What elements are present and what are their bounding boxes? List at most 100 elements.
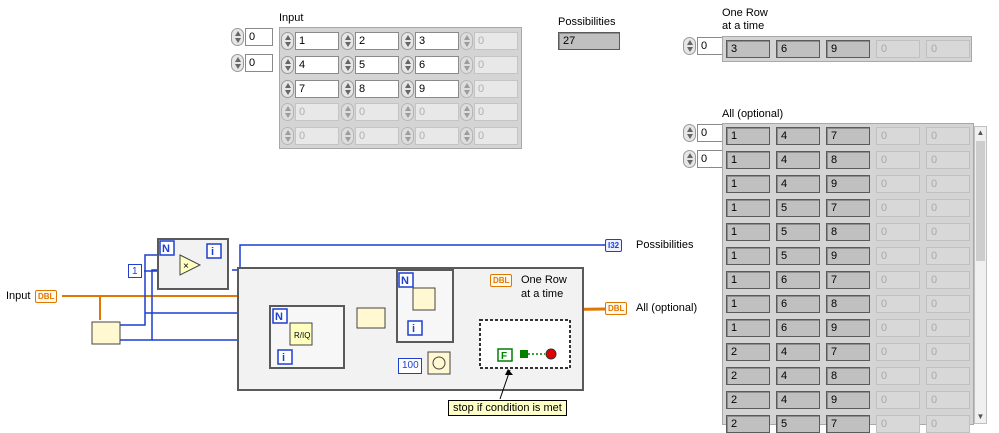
all-array-cell: 0 xyxy=(876,415,920,433)
svg-text:N: N xyxy=(401,275,409,287)
input-cell[interactable]: 0 xyxy=(474,80,518,98)
one-row-label-line1: One Row xyxy=(722,7,768,19)
input-cell[interactable]: 0 xyxy=(415,103,459,121)
all-array-cell: 0 xyxy=(876,295,920,313)
diagram-input-label: Input xyxy=(6,290,31,302)
input-cell-spinner xyxy=(460,80,473,98)
all-array-cell: 8 xyxy=(826,223,870,241)
all-array-cell: 0 xyxy=(926,391,970,409)
diagram-all-label: All (optional) xyxy=(636,302,698,314)
all-array-cell: 1 xyxy=(726,127,770,145)
input-cell[interactable]: 3 xyxy=(415,32,459,50)
input-cell[interactable]: 0 xyxy=(474,103,518,121)
input-cell[interactable]: 9 xyxy=(415,80,459,98)
constant-100[interactable]: 100 xyxy=(398,358,422,374)
input-cell-spinner[interactable] xyxy=(281,80,294,98)
all-row-index[interactable]: 0 xyxy=(697,124,725,142)
all-row-index-spinner[interactable] xyxy=(683,124,696,142)
all-array-cell: 0 xyxy=(876,199,920,217)
input-cell[interactable]: 0 xyxy=(355,103,399,121)
input-cell[interactable]: 8 xyxy=(355,80,399,98)
all-array-cell: 4 xyxy=(776,151,820,169)
svg-text:R/IQ: R/IQ xyxy=(294,331,310,340)
input-cell[interactable]: 0 xyxy=(415,127,459,145)
input-cell[interactable]: 0 xyxy=(474,127,518,145)
input-cell[interactable]: 2 xyxy=(355,32,399,50)
all-array-cell: 0 xyxy=(876,127,920,145)
multiply-node xyxy=(179,254,202,276)
input-col-index[interactable]: 0 xyxy=(245,54,273,72)
all-array-cell: 5 xyxy=(776,415,820,433)
input-cell[interactable]: 1 xyxy=(295,32,339,50)
all-array-cell: 1 xyxy=(726,199,770,217)
input-cell-spinner[interactable] xyxy=(281,32,294,50)
possibilities-terminal[interactable]: I32 xyxy=(605,239,623,252)
all-array-cell: 6 xyxy=(776,271,820,289)
all-array-cell: 0 xyxy=(926,415,970,433)
input-cell-spinner[interactable] xyxy=(401,56,414,74)
all-array-cell: 2 xyxy=(726,367,770,385)
input-cell-spinner xyxy=(460,127,473,145)
all-array-cell: 0 xyxy=(926,295,970,313)
scroll-up-arrow-icon[interactable]: ▲ xyxy=(976,128,985,137)
input-row-index[interactable]: 0 xyxy=(245,28,273,46)
diagram-possibilities-label: Possibilities xyxy=(636,239,694,251)
all-array-cell: 0 xyxy=(926,271,970,289)
input-cell[interactable]: 0 xyxy=(295,103,339,121)
one-row-index[interactable]: 0 xyxy=(697,37,725,55)
possibilities-wire xyxy=(232,244,605,271)
scroll-down-arrow-icon[interactable]: ▼ xyxy=(976,412,985,421)
input-cell[interactable]: 5 xyxy=(355,56,399,74)
input-cell-spinner[interactable] xyxy=(401,80,414,98)
one-row-cell: 0 xyxy=(876,40,920,58)
input-cell-spinner[interactable] xyxy=(281,56,294,74)
one-row-cell: 6 xyxy=(776,40,820,58)
all-terminal[interactable]: DBL xyxy=(605,302,628,315)
input-cell[interactable]: 0 xyxy=(474,32,518,50)
all-array-cell: 7 xyxy=(826,199,870,217)
all-array-cell: 1 xyxy=(726,151,770,169)
input-cell-spinner[interactable] xyxy=(341,32,354,50)
input-cell-spinner xyxy=(401,103,414,121)
constant-one[interactable]: 1 xyxy=(128,264,142,278)
all-array-cell: 6 xyxy=(776,295,820,313)
input-cell-spinner[interactable] xyxy=(401,32,414,50)
svg-text:×: × xyxy=(183,261,189,272)
all-array-cell: 0 xyxy=(876,367,920,385)
all-array-cell: 0 xyxy=(926,223,970,241)
all-array-cell: 2 xyxy=(726,415,770,433)
all-array-cell: 9 xyxy=(826,391,870,409)
input-cell[interactable]: 0 xyxy=(295,127,339,145)
size-wire-2 xyxy=(120,269,160,341)
all-col-index[interactable]: 0 xyxy=(697,150,725,168)
input-col-index-spinner[interactable] xyxy=(231,54,244,72)
all-array-cell: 1 xyxy=(726,295,770,313)
input-cell[interactable]: 4 xyxy=(295,56,339,74)
input-row-index-spinner[interactable] xyxy=(231,28,244,46)
input-cell[interactable]: 7 xyxy=(295,80,339,98)
all-array-scrollbar[interactable]: ▲ ▼ xyxy=(974,126,987,424)
input-cell[interactable]: 0 xyxy=(355,127,399,145)
all-array-cell: 9 xyxy=(826,247,870,265)
input-cell-spinner[interactable] xyxy=(341,80,354,98)
one-row-cell: 9 xyxy=(826,40,870,58)
input-cell-spinner[interactable] xyxy=(341,56,354,74)
all-col-index-spinner[interactable] xyxy=(683,150,696,168)
input-cell[interactable]: 0 xyxy=(474,56,518,74)
all-array-cell: 0 xyxy=(876,175,920,193)
input-cell[interactable]: 6 xyxy=(415,56,459,74)
input-terminal[interactable]: DBL xyxy=(35,290,58,303)
scroll-thumb[interactable] xyxy=(976,141,985,261)
all-array-cell: 0 xyxy=(926,367,970,385)
one-row-terminal[interactable]: DBL xyxy=(490,274,513,287)
one-row-index-spinner[interactable] xyxy=(683,37,696,55)
input-cell-spinner xyxy=(281,103,294,121)
input-cell-spinner xyxy=(281,127,294,145)
input-array-label: Input xyxy=(279,12,304,24)
false-constant: F xyxy=(501,351,507,362)
all-array-cell: 0 xyxy=(876,391,920,409)
input-cell-spinner xyxy=(460,56,473,74)
wait-ms-node xyxy=(427,351,451,375)
all-array-cell: 7 xyxy=(826,343,870,361)
all-array-cell: 1 xyxy=(726,271,770,289)
